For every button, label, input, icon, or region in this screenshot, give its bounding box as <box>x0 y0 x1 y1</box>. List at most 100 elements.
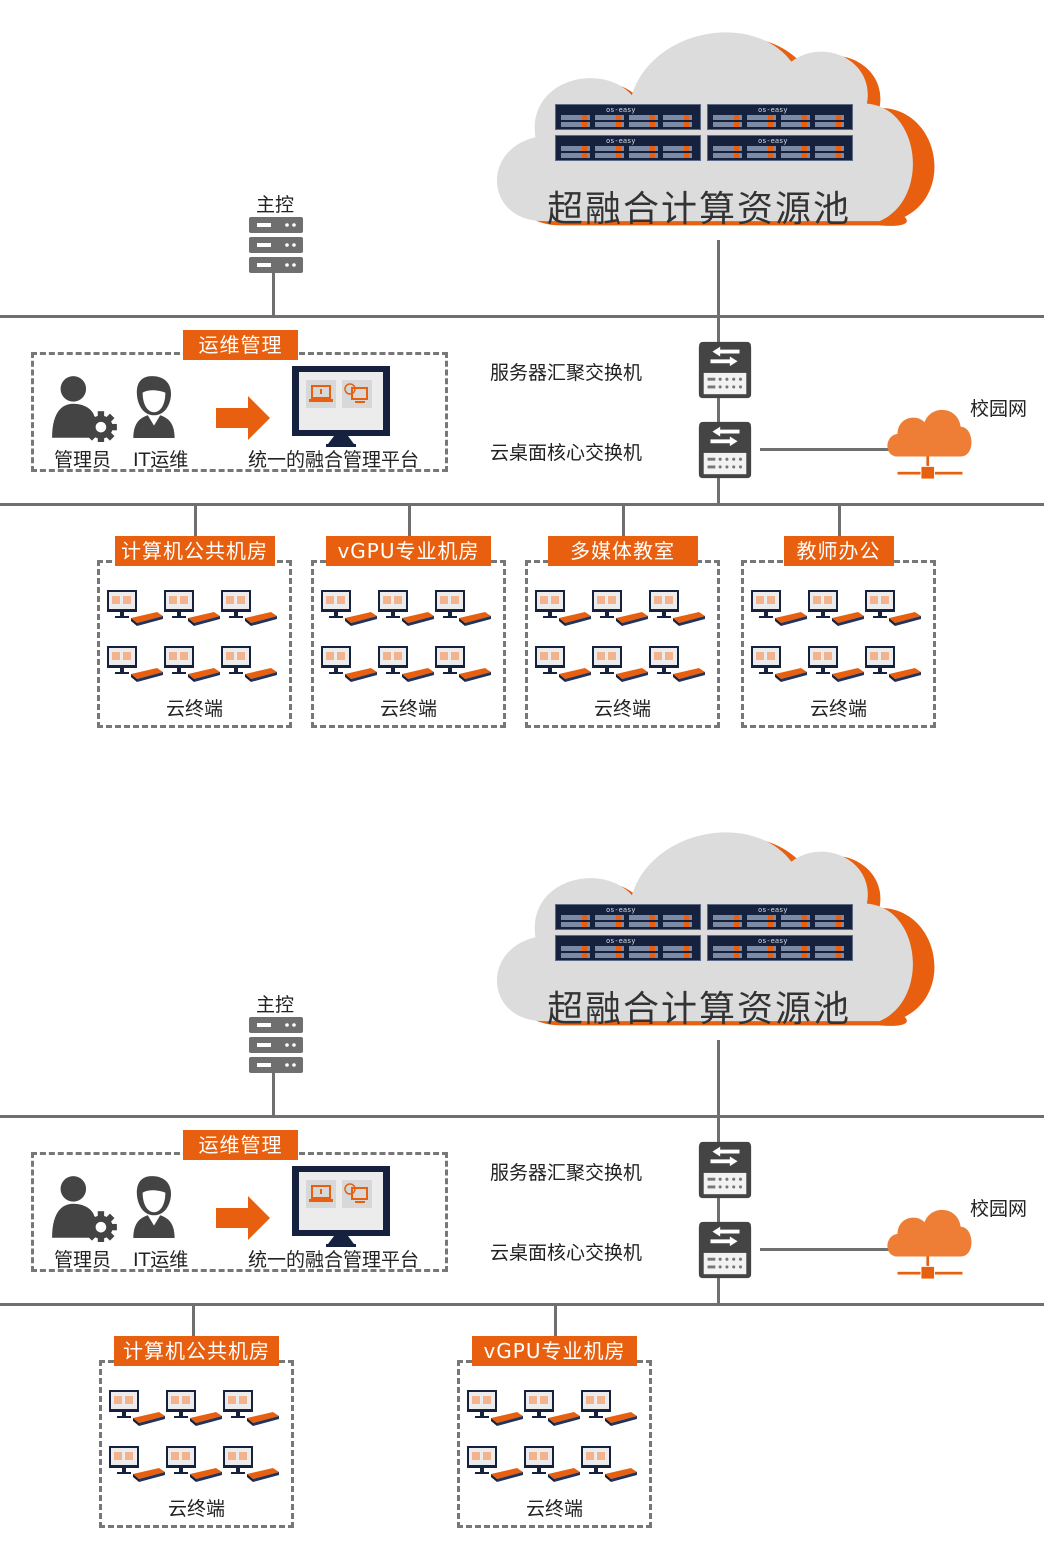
switch-icon <box>696 340 754 400</box>
cloud-terminal-icon <box>865 590 921 626</box>
drive-bay <box>595 922 624 927</box>
resource-pool-cloud-icon <box>485 800 955 1045</box>
drive-bay <box>815 115 844 120</box>
server-unit: os-easy <box>707 135 853 161</box>
drive-bay <box>747 122 776 127</box>
server-brand-label: os-easy <box>758 937 788 945</box>
it-ops-user-icon <box>130 1174 178 1238</box>
campus-link-line <box>760 448 890 451</box>
drive-bay <box>781 946 810 951</box>
cloud-terminal-icon <box>865 646 921 682</box>
switch-icon <box>696 1220 754 1280</box>
admin-label: 管理员 <box>54 1249 112 1271</box>
it-ops-label: IT运维 <box>133 1249 189 1271</box>
drive-bay <box>781 122 810 127</box>
room-tag: 计算机公共机房 <box>114 1336 279 1366</box>
switch-label: 云桌面核心交换机 <box>490 1242 643 1264</box>
drive-bay <box>561 122 590 127</box>
server-rack-icon <box>249 1017 303 1073</box>
campus-network-cloud-icon <box>884 1200 976 1285</box>
drive-bay <box>595 953 624 958</box>
master-controller-label: 主控 <box>256 194 295 216</box>
ops-management-tag: 运维管理 <box>183 330 298 360</box>
cloud-terminal-icon <box>166 1390 222 1426</box>
drive-bay <box>561 953 590 958</box>
cloud-terminal-icon <box>107 646 163 682</box>
drive-bay <box>561 922 590 927</box>
server-brand-label: os-easy <box>606 137 636 145</box>
cloud-terminal-icon <box>164 646 220 682</box>
access-line <box>0 1303 1044 1306</box>
drive-bay <box>561 115 590 120</box>
drive-bay <box>713 915 742 920</box>
platform-label: 统一的融合管理平台 <box>248 1249 420 1271</box>
server-unit: os-easy <box>707 935 853 961</box>
drive-bay <box>781 915 810 920</box>
drive-bay <box>629 153 658 158</box>
drive-bay <box>713 922 742 927</box>
cloud-terminal-icon <box>223 1446 279 1482</box>
drive-bay <box>713 946 742 951</box>
room-connector-line <box>553 1305 557 1337</box>
it-ops-label: IT运维 <box>133 449 189 471</box>
cloud-terminal-icon <box>524 1446 580 1482</box>
room-connector-line <box>621 505 625 537</box>
switch-label: 云桌面核心交换机 <box>490 442 643 464</box>
resource-pool-cloud-icon <box>485 0 955 245</box>
drive-bay <box>781 953 810 958</box>
connector-line <box>272 1073 275 1116</box>
drive-bay <box>629 115 658 120</box>
drive-bay <box>629 146 658 151</box>
drive-bay <box>815 153 844 158</box>
campus-network-label: 校园网 <box>970 1198 1028 1220</box>
drive-bay <box>713 115 742 120</box>
drive-bay <box>629 915 658 920</box>
drive-bay <box>629 922 658 927</box>
server-brand-label: os-easy <box>758 906 788 914</box>
drive-bay <box>595 153 624 158</box>
switch-icon <box>696 420 754 480</box>
drive-bay <box>747 915 776 920</box>
cloud-terminal-icon <box>581 1446 637 1482</box>
cloud-terminal-icon <box>808 590 864 626</box>
platform-label: 统一的融合管理平台 <box>248 449 420 471</box>
switch-label: 服务器汇聚交换机 <box>490 1162 643 1184</box>
room-tag: vGPU专业机房 <box>326 536 491 566</box>
cloud-terminal-icon <box>467 1446 523 1482</box>
management-platform-monitor-icon <box>292 366 390 448</box>
cloud-terminal-icon <box>378 646 434 682</box>
drive-bay <box>595 122 624 127</box>
drive-bay <box>815 953 844 958</box>
drive-bay <box>815 915 844 920</box>
drive-bay <box>781 922 810 927</box>
switch-label: 服务器汇聚交换机 <box>490 362 643 384</box>
drive-bay <box>663 922 692 927</box>
drive-bay <box>663 146 692 151</box>
ops-management-tag: 运维管理 <box>183 1130 298 1160</box>
drive-bay <box>815 122 844 127</box>
drive-bay <box>713 146 742 151</box>
cloud-terminal-icon <box>592 646 648 682</box>
admin-label: 管理员 <box>54 449 112 471</box>
drive-bay <box>781 146 810 151</box>
drive-bay <box>747 153 776 158</box>
terminal-label: 云终端 <box>593 698 651 720</box>
drive-bay <box>663 915 692 920</box>
cloud-terminal-icon <box>581 1390 637 1426</box>
drive-bay <box>781 153 810 158</box>
cloud-terminal-icon <box>164 590 220 626</box>
cloud-terminal-icon <box>221 590 277 626</box>
drive-bay <box>747 146 776 151</box>
drive-bay <box>747 946 776 951</box>
drive-bay <box>815 946 844 951</box>
cloud-terminal-icon <box>535 646 591 682</box>
backbone-line <box>0 315 1044 318</box>
connector-line <box>272 273 275 316</box>
drive-bay <box>663 953 692 958</box>
drive-bay <box>629 946 658 951</box>
cloud-terminal-icon <box>321 590 377 626</box>
admin-gear-icon <box>50 374 120 444</box>
cloud-terminal-icon <box>321 646 377 682</box>
